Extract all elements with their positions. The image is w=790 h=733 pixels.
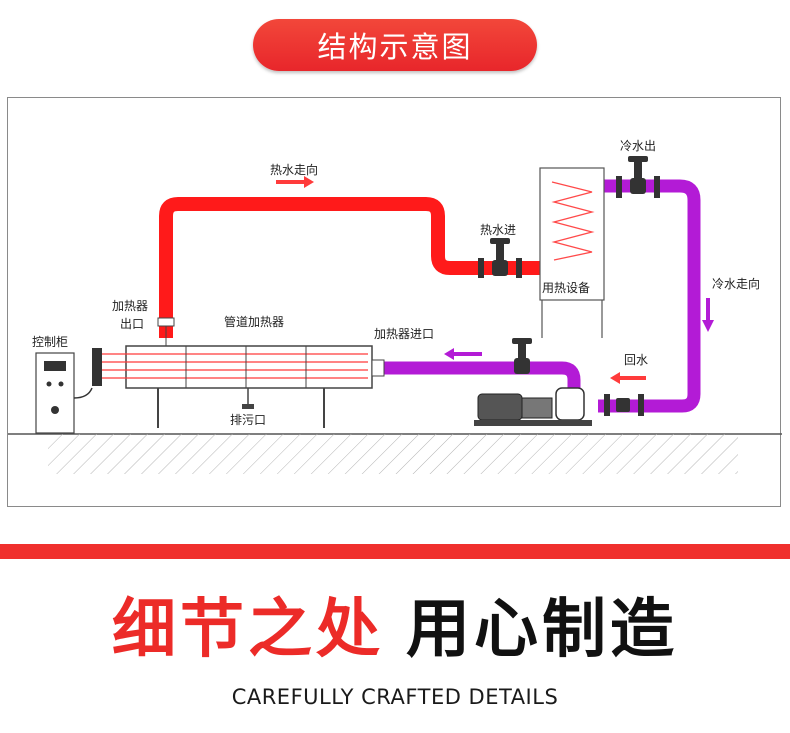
hot-water-pipe <box>159 197 540 338</box>
cold-water-flow-label: 冷水走向 <box>712 276 760 291</box>
control-cabinet-label: 控制柜 <box>32 335 68 349</box>
slogan: 细节之处用心制造 <box>0 590 790 670</box>
section-title-badge: 结构示意图 <box>253 19 537 71</box>
pump-valve <box>512 338 532 374</box>
slogan-black-part: 用心制造 <box>406 593 678 667</box>
hot-water-flow-label: 热水走向 <box>270 162 318 177</box>
heater-outlet-label-1: 加热器 <box>112 299 148 313</box>
hot-water-valve <box>478 238 522 278</box>
heat-equipment: 用热设备 <box>539 167 605 338</box>
return-water-label: 回水 <box>624 353 648 367</box>
divider-band <box>0 544 790 559</box>
cold-water-out-valve <box>616 156 660 198</box>
drain-outlet-label: 排污口 <box>230 413 266 427</box>
ground <box>8 433 782 474</box>
flow-arrows <box>276 176 714 384</box>
diagram-canvas: 用热设备 <box>8 139 782 474</box>
heat-equipment-label: 用热设备 <box>542 281 590 295</box>
circulation-pump <box>474 387 592 426</box>
pipe-heater <box>92 317 385 428</box>
heater-outlet-label-2: 出口 <box>120 317 144 331</box>
structure-diagram: 用热设备 <box>7 97 782 507</box>
control-cabinet <box>35 352 93 434</box>
return-valve <box>604 394 644 416</box>
cold-water-pipe <box>384 179 701 413</box>
hot-water-in-label: 热水进 <box>480 223 516 237</box>
subtitle: CAREFULLY CRAFTED DETAILS <box>231 685 559 709</box>
slogan-red-part: 细节之处 <box>112 593 384 667</box>
heater-inlet-label: 加热器进口 <box>374 327 434 341</box>
pipe-heater-label: 管道加热器 <box>224 314 284 329</box>
section-title: 结构示意图 <box>317 30 473 64</box>
cold-water-out-label: 冷水出 <box>620 139 656 153</box>
